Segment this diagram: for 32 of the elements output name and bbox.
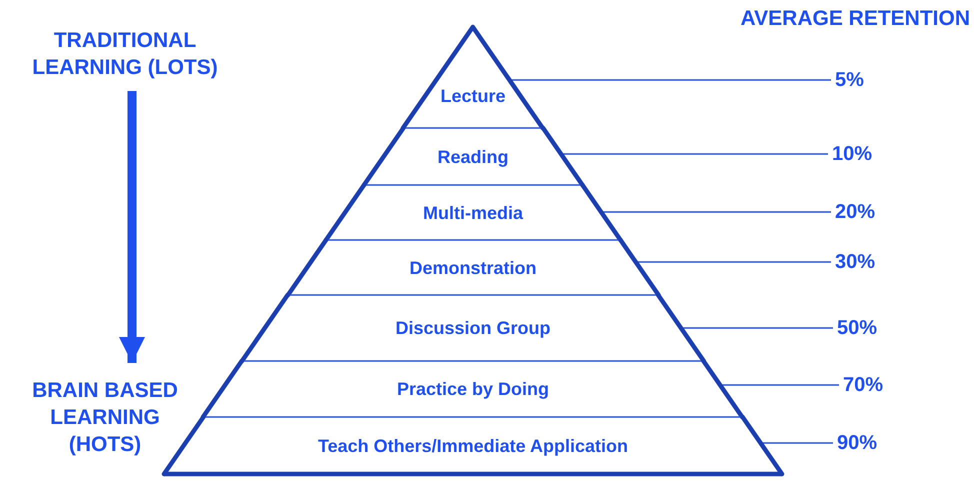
pyramid-tier <box>360 125 586 188</box>
tier-label: Discussion Group <box>394 317 552 339</box>
tier-label: Lecture <box>439 84 506 106</box>
pyramid-tier <box>400 24 546 131</box>
retention-percentage: 5% <box>835 68 895 92</box>
tier-label: Practice by Doing <box>396 378 550 400</box>
retention-percentage: 70% <box>843 373 903 397</box>
tier-label: Teach Others/Immediate Application <box>316 434 630 456</box>
tier-label: Reading <box>436 146 510 168</box>
leader-line <box>602 211 831 213</box>
pyramid-tier <box>239 292 707 364</box>
leader-line <box>562 153 828 155</box>
leader-line <box>637 261 831 263</box>
stage-label: BRAIN BASED LEARNING (HOTS) <box>30 377 180 458</box>
retention-percentage: 20% <box>835 200 895 224</box>
arrow <box>119 91 145 363</box>
tier-label: Multi-media <box>422 202 524 224</box>
pyramid-tier <box>322 182 624 243</box>
stage-label: TRADITIONAL LEARNING (LOTS) <box>10 27 240 81</box>
leader-line <box>762 442 833 444</box>
retention-percentage: 90% <box>837 431 897 455</box>
retention-percentage: 10% <box>832 142 892 166</box>
retention-percentage: 30% <box>835 250 895 274</box>
leader-line <box>722 384 839 386</box>
pyramid-tier <box>284 237 662 298</box>
column-heading: AVERAGE RETENTION <box>740 6 970 32</box>
leader-line <box>512 79 831 81</box>
pyramid-tier <box>161 414 785 477</box>
pyramid-tier <box>200 358 746 420</box>
leader-line <box>683 327 833 329</box>
retention-percentage: 50% <box>837 316 897 340</box>
tier-label: Demonstration <box>408 256 538 278</box>
